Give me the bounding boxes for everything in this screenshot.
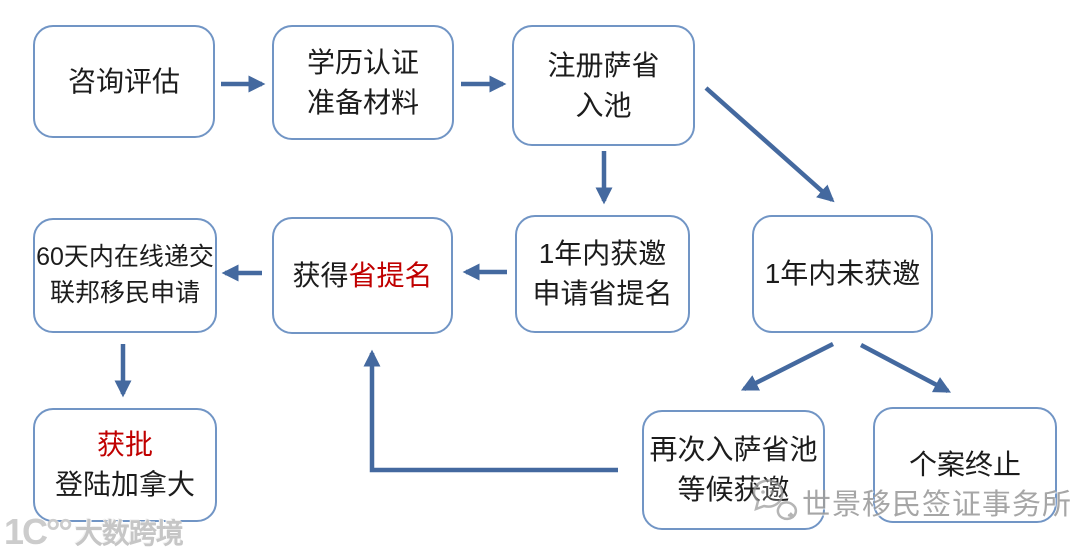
node-not-invited: 1年内未获邀 — [752, 215, 933, 333]
node-approved-line2: 登陆加拿大 — [54, 469, 195, 500]
node-consult: 咨询评估 — [33, 25, 215, 138]
node-credential-line1: 学历认证 — [306, 46, 419, 78]
node-nomination: 获得省提名 — [272, 217, 453, 334]
node-invited-line1: 1年内获邀 — [538, 238, 667, 270]
node-register: 注册萨省 入池 — [512, 25, 695, 146]
node-consult-label: 咨询评估 — [67, 65, 180, 97]
node-nomination-label: 获得省提名 — [292, 256, 432, 296]
node-terminated: 个案终止 — [873, 407, 1057, 523]
node-credential-line2: 准备材料 — [306, 86, 419, 118]
node-approved-highlight: 获批 — [96, 429, 153, 461]
node-credential: 学历认证 准备材料 — [272, 25, 454, 140]
node-reenter-line2: 等候获邀 — [677, 474, 790, 505]
node-nomination-prefix: 获得 — [292, 259, 349, 291]
node-submit: 60天内在线递交 联邦移民申请 — [33, 218, 217, 333]
node-approved: 获批 登陆加拿大 — [33, 408, 217, 522]
node-submit-line2: 联邦移民申请 — [49, 278, 200, 307]
node-nomination-highlight: 省提名 — [348, 259, 433, 291]
arrow-not-invited-to-reenter — [740, 341, 835, 392]
node-submit-line1: 60天内在线递交 — [36, 243, 214, 271]
node-not-invited-label: 1年内未获邀 — [764, 258, 921, 290]
node-reenter-line1: 再次入萨省池 — [649, 434, 818, 466]
node-terminated-label: 个案终止 — [908, 449, 1021, 481]
node-invited: 1年内获邀 申请省提名 — [515, 215, 690, 333]
node-register-line2: 入池 — [575, 89, 632, 121]
node-reenter: 再次入萨省池 等候获邀 — [642, 410, 825, 530]
arrow-not-invited-to-terminated — [859, 343, 952, 393]
arrow-reenter-to-nomination — [363, 349, 618, 473]
arrow-register-to-not-invited — [704, 86, 835, 203]
node-register-line1: 注册萨省 — [547, 49, 660, 81]
node-invited-line2: 申请省提名 — [532, 278, 673, 309]
